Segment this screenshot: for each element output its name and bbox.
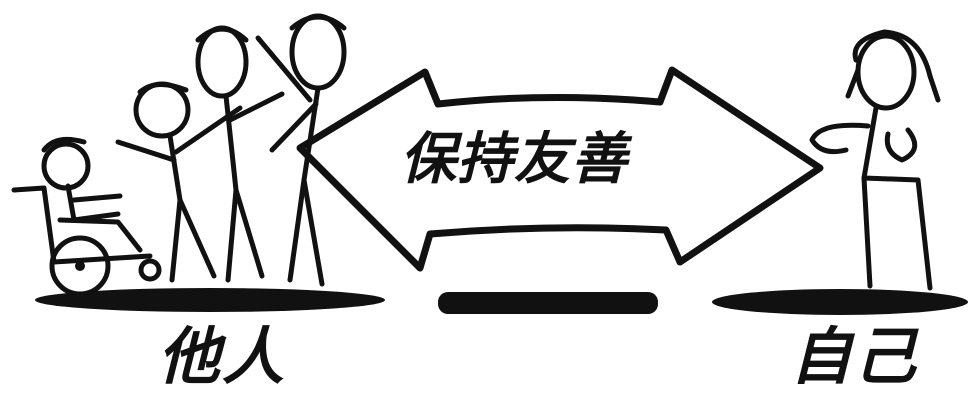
self-ground-shadow [712, 289, 968, 315]
person-three [195, 25, 285, 283]
self-label: 自己 [790, 320, 919, 393]
others-label: 他人 [158, 320, 287, 393]
self-person [809, 29, 941, 291]
wheelchair-person [11, 136, 162, 297]
center-gap-bar [438, 292, 658, 314]
person-four [255, 13, 347, 287]
double-arrow [296, 66, 824, 272]
arrow-label: 保持友善 [400, 127, 628, 192]
others-ground-shadow [35, 288, 385, 312]
person-two [115, 81, 243, 283]
